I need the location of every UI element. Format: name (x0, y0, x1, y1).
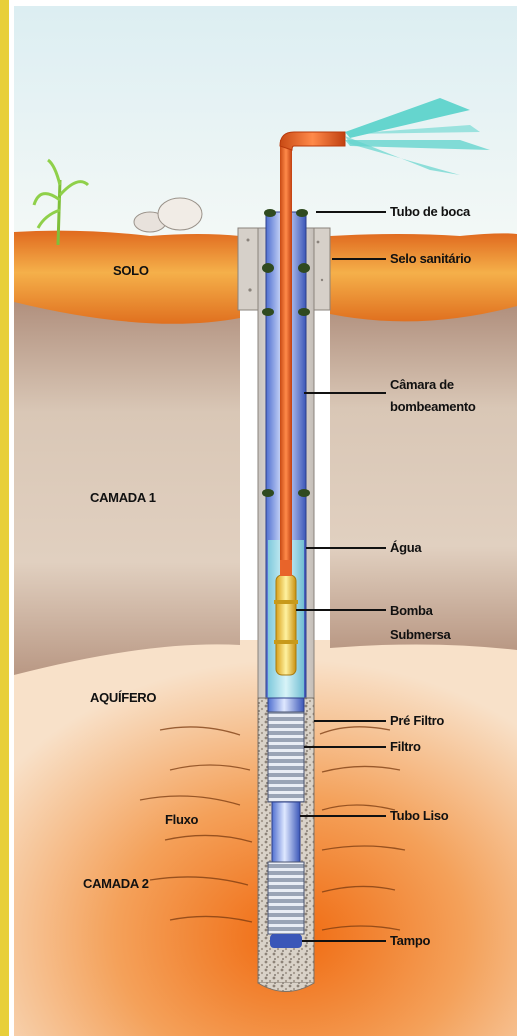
label-fluxo: Fluxo (165, 812, 198, 827)
label-solo: SOLO (113, 263, 149, 278)
callout-pre-filtro: Pré Filtro (390, 710, 444, 732)
callout-tubo-de-boca: Tubo de boca (390, 201, 470, 223)
callout-filtro: Filtro (390, 736, 421, 758)
label-camada2: CAMADA 2 (83, 876, 149, 891)
camada1-layer-left (14, 300, 240, 675)
callout-bomba-line1: Bomba (390, 600, 433, 622)
callout-agua: Água (390, 537, 421, 559)
soil-layer-right (330, 233, 517, 321)
label-camada1: CAMADA 1 (90, 490, 156, 505)
plain-pipe (272, 802, 300, 862)
filter-screen-upper (268, 712, 304, 802)
callout-tampo: Tampo (390, 930, 430, 952)
frame-border-left (0, 0, 9, 1036)
end-cap (270, 934, 302, 948)
callout-camara-line1: Câmara de (390, 374, 454, 396)
submersible-pump (274, 560, 298, 675)
callout-tubo-liso: Tubo Liso (390, 805, 448, 827)
callout-bomba-line2: Submersa (390, 624, 450, 646)
callout-camara-line2: bombeamento (390, 396, 476, 418)
riser-pipe (280, 140, 292, 576)
camada1-layer-right (330, 305, 517, 650)
filter-screen-lower (268, 862, 304, 934)
label-aquifero: AQUÍFERO (90, 690, 156, 705)
callout-selo-sanitario: Selo sanitário (390, 248, 471, 270)
